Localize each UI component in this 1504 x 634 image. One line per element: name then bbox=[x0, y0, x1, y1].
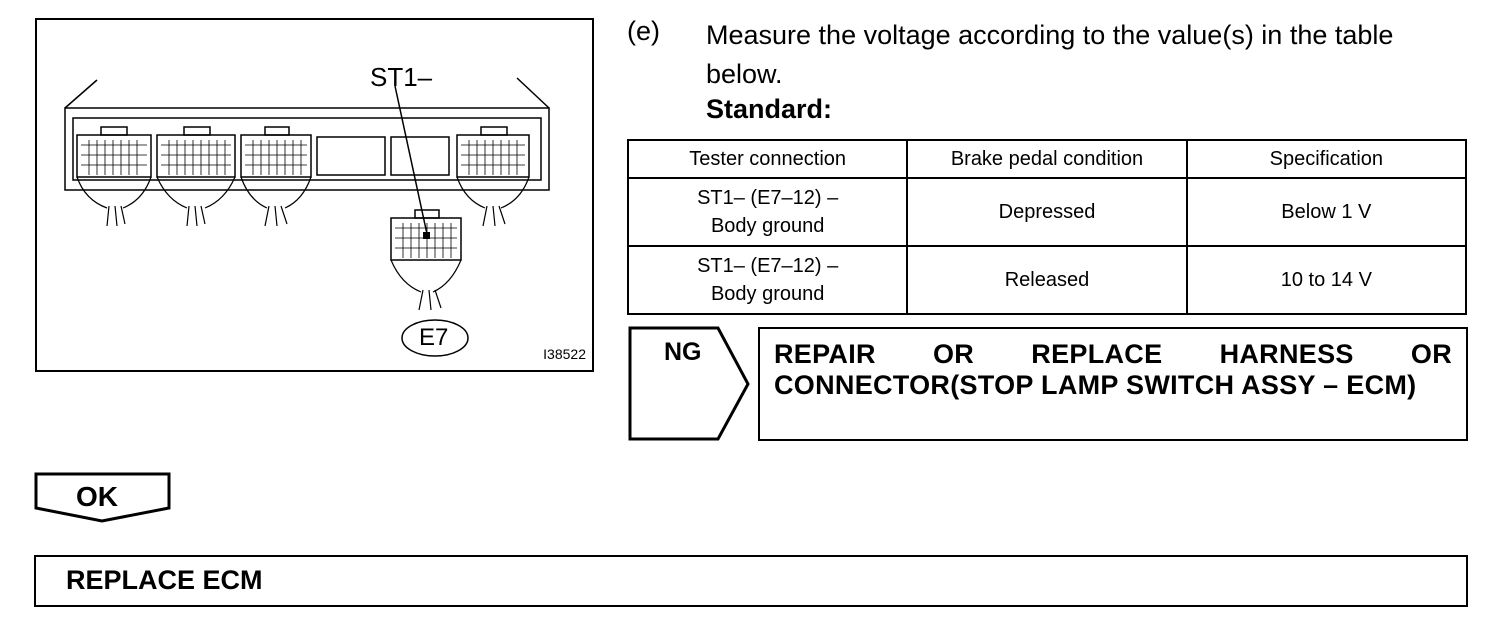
figure-id: I38522 bbox=[543, 346, 586, 362]
ng-arrow-icon bbox=[628, 326, 750, 441]
step-instruction: Measure the voltage according to the val… bbox=[706, 20, 1394, 89]
ok-label: OK bbox=[76, 481, 118, 512]
ecm-connector-figure: ST1– E7 I38522 bbox=[35, 18, 594, 372]
cell-specification: Below 1 V bbox=[1185, 177, 1468, 247]
cell-condition: Depressed bbox=[906, 177, 1188, 247]
cell-condition: Released bbox=[906, 245, 1188, 315]
connection-line-2: Body ground bbox=[710, 283, 825, 305]
table-header-row: Tester connection Brake pedal condition … bbox=[626, 139, 1468, 179]
voltage-spec-table: Tester connection Brake pedal condition … bbox=[626, 139, 1468, 315]
ok-arrow-icon bbox=[34, 472, 171, 523]
header-tester-connection: Tester connection bbox=[626, 139, 909, 179]
ng-label: NG bbox=[664, 338, 702, 366]
connection-line-2: Body ground bbox=[710, 215, 825, 237]
header-specification: Specification bbox=[1185, 139, 1468, 179]
table-row: ST1– (E7–12) – Body ground Depressed Bel… bbox=[626, 177, 1468, 247]
cell-specification: 10 to 14 V bbox=[1185, 245, 1468, 315]
terminal-label-st1: ST1– bbox=[370, 62, 433, 92]
step-letter: (e) bbox=[627, 16, 660, 46]
ecm-connector-illustration bbox=[64, 77, 550, 357]
connection-line-1: ST1– (E7–12) – bbox=[697, 187, 839, 209]
ng-action-box: REPAIR OR REPLACE HARNESS OR CONNECTOR(S… bbox=[758, 327, 1468, 441]
ok-action-box: REPLACE ECM bbox=[34, 555, 1468, 607]
standard-heading: Standard: bbox=[706, 94, 833, 124]
connection-line-1: ST1– (E7–12) – bbox=[697, 255, 839, 277]
connector-label-e7: E7 bbox=[419, 324, 449, 351]
cell-tester-connection: ST1– (E7–12) – Body ground bbox=[626, 245, 909, 315]
table-row: ST1– (E7–12) – Body ground Released 10 t… bbox=[626, 245, 1468, 315]
cell-tester-connection: ST1– (E7–12) – Body ground bbox=[626, 177, 909, 247]
header-brake-pedal-condition: Brake pedal condition bbox=[906, 139, 1188, 179]
